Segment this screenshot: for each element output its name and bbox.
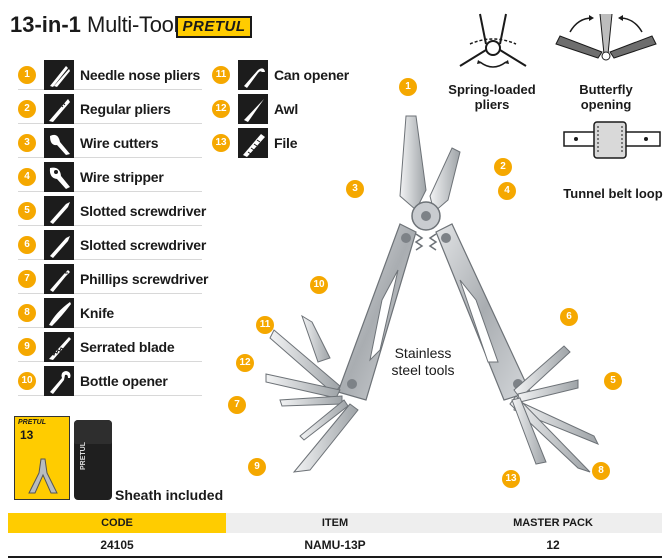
callout-13: 13 bbox=[502, 470, 520, 488]
tool-number-badge: 2 bbox=[18, 99, 36, 118]
sheath-brand: PRETUL bbox=[80, 442, 87, 470]
callout-12: 12 bbox=[236, 354, 254, 372]
tool-label: Wire cutters bbox=[80, 134, 159, 151]
knife-icon bbox=[44, 297, 74, 328]
code-header-bg bbox=[8, 513, 226, 533]
tool-label: Bottle opener bbox=[80, 372, 168, 389]
tool-label: Wire stripper bbox=[80, 168, 164, 185]
tool-list-item: 12 Awl bbox=[212, 94, 362, 124]
package-brand: PRETUL bbox=[18, 419, 46, 426]
callout-2: 2 bbox=[494, 158, 512, 176]
multitool-illustration bbox=[265, 115, 600, 473]
tool-number-badge: 8 bbox=[18, 303, 36, 322]
master-pack-value: 12 bbox=[546, 538, 560, 552]
item-header: ITEM bbox=[321, 517, 349, 529]
code-header: CODE bbox=[101, 517, 133, 529]
tool-list-item: 8 Knife bbox=[18, 297, 202, 328]
tunnel-belt-loop-icon bbox=[563, 121, 661, 159]
page-title: 13-in-1 Multi-Tool bbox=[10, 12, 178, 38]
callout-1: 1 bbox=[399, 78, 417, 96]
stainless-steel-label: Stainless steel tools bbox=[391, 345, 455, 378]
package-count: 13 bbox=[20, 428, 34, 442]
callout-5: 5 bbox=[604, 372, 622, 390]
tool-number-badge: 7 bbox=[18, 269, 36, 288]
bottle-opener-icon bbox=[44, 365, 74, 396]
serrated-blade-icon bbox=[44, 331, 74, 362]
callout-9: 9 bbox=[248, 458, 266, 476]
tool-list-item: 1 Needle nose pliers bbox=[18, 59, 202, 90]
tool-label: Slotted screwdriver bbox=[80, 236, 207, 253]
tool-label: Regular pliers bbox=[80, 100, 171, 117]
tool-number-badge: 6 bbox=[18, 235, 36, 254]
tool-number-badge: 4 bbox=[18, 167, 36, 186]
sheath-included-label: Sheath included bbox=[115, 487, 224, 503]
tool-number-badge: 1 bbox=[18, 65, 36, 84]
tool-label: Knife bbox=[80, 304, 115, 321]
tool-list-item: 3 Wire cutters bbox=[18, 127, 202, 158]
tool-number-badge: 13 bbox=[212, 134, 230, 152]
tool-list-item: 4 Wire stripper bbox=[18, 161, 202, 192]
slotted-screwdriver-icon bbox=[44, 229, 74, 260]
tool-list-item: 10 Bottle opener bbox=[18, 365, 202, 396]
callout-11: 11 bbox=[256, 316, 274, 334]
needle-nose-pliers-icon bbox=[44, 59, 74, 90]
title-bold: 13-in-1 bbox=[10, 12, 81, 37]
tool-number-badge: 9 bbox=[18, 337, 36, 356]
spring-loaded-pliers-icon bbox=[459, 13, 527, 68]
callout-4: 4 bbox=[498, 182, 516, 200]
tool-label: Phillips screwdriver bbox=[80, 270, 209, 287]
tool-number-badge: 12 bbox=[212, 100, 230, 118]
can-opener-icon bbox=[238, 60, 268, 90]
slotted-screwdriver-icon bbox=[44, 195, 74, 226]
tool-list-item: 9 Serrated blade bbox=[18, 331, 202, 362]
spec-header-bg bbox=[226, 513, 662, 533]
tool-number-badge: 5 bbox=[18, 201, 36, 220]
tool-number-badge: 3 bbox=[18, 133, 36, 152]
callout-8: 8 bbox=[592, 462, 610, 480]
butterfly-opening-icon bbox=[555, 13, 657, 61]
callout-7: 7 bbox=[228, 396, 246, 414]
wire-cutters-icon bbox=[44, 127, 74, 158]
tool-label: Can opener bbox=[274, 67, 350, 83]
callout-6: 6 bbox=[560, 308, 578, 326]
tool-list-item: 2 Regular pliers bbox=[18, 93, 202, 124]
tool-label: File bbox=[274, 135, 298, 151]
awl-icon bbox=[238, 94, 268, 124]
tool-list-item: 5 Slotted screwdriver bbox=[18, 195, 206, 226]
butterfly-opening-label: Butterfly opening bbox=[579, 82, 633, 112]
tool-label: Awl bbox=[274, 101, 299, 117]
brand-logo: PRETUL bbox=[176, 16, 252, 38]
phillips-screwdriver-icon bbox=[44, 263, 74, 294]
tool-label: Serrated blade bbox=[80, 338, 175, 355]
wire-stripper-icon bbox=[44, 161, 74, 192]
master-pack-header: MASTER PACK bbox=[513, 517, 593, 529]
tool-list-item: 6 Slotted screwdriver bbox=[18, 229, 206, 260]
tool-number-badge: 11 bbox=[212, 66, 230, 84]
tool-list-item: 13 File bbox=[212, 128, 362, 158]
tool-number-badge: 10 bbox=[18, 371, 36, 390]
regular-pliers-icon bbox=[44, 93, 74, 124]
tool-list-item: 7 Phillips screwdriver bbox=[18, 263, 208, 294]
callout-3: 3 bbox=[346, 180, 364, 198]
tool-list-item: 11 Can opener bbox=[212, 60, 362, 90]
file-icon bbox=[238, 128, 268, 158]
spring-loaded-label: Spring-loaded pliers bbox=[448, 82, 536, 112]
tool-label: Slotted screwdriver bbox=[80, 202, 207, 219]
package-tool-icon bbox=[28, 458, 58, 494]
product-package: PRETUL 13 bbox=[14, 416, 70, 500]
title-rest: Multi-Tool bbox=[87, 12, 179, 37]
code-value: 24105 bbox=[100, 538, 134, 552]
tunnel-belt-loop-label: Tunnel belt loop bbox=[563, 186, 663, 201]
tool-label: Needle nose pliers bbox=[80, 66, 201, 83]
item-value: NAMU-13P bbox=[304, 538, 366, 552]
callout-10: 10 bbox=[310, 276, 328, 294]
sheath-image: PRETUL bbox=[74, 420, 112, 500]
bottom-rule bbox=[8, 556, 662, 558]
